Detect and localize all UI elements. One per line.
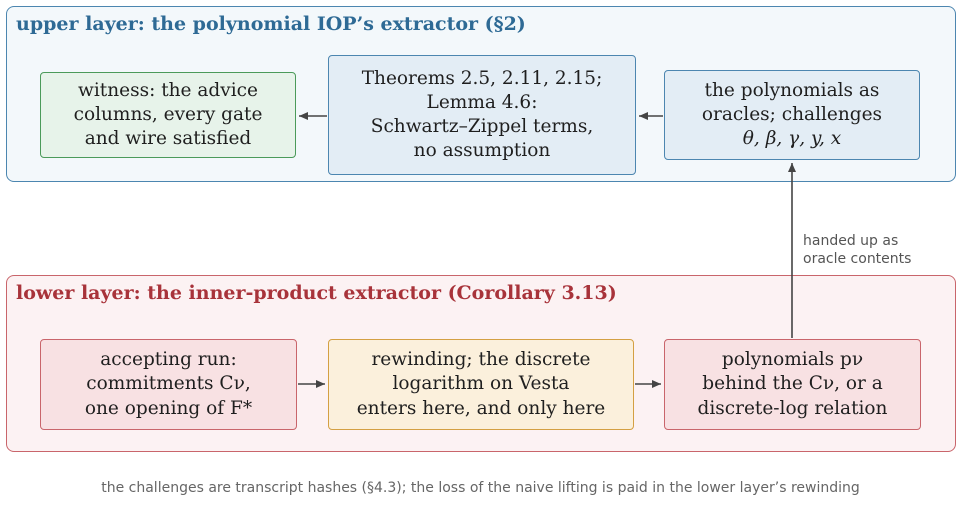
oracles-line: oracles; challenges <box>701 103 883 125</box>
rewinding-box: rewinding; the discrete logarithm on Ves… <box>328 339 634 430</box>
theorems-line: no assumption <box>413 140 551 162</box>
theorems-line: Theorems 2.5, 2.11, 2.15; <box>361 67 603 89</box>
theorems-box: Theorems 2.5, 2.11, 2.15; Lemma 4.6: Sch… <box>328 55 636 175</box>
oracles-box: the polynomials as oracles; challenges θ… <box>664 70 920 160</box>
witness-box: witness: the advice columns, every gate … <box>40 72 296 158</box>
witness-line: witness: the advice <box>78 79 258 101</box>
poly-line: polynomials pν <box>721 349 864 371</box>
run-line: one opening of F* <box>84 397 253 419</box>
lower-layer-title: lower layer: the inner-product extractor… <box>16 282 617 304</box>
rewind-line: logarithm on Vesta <box>392 373 570 395</box>
polynomials-box: polynomials pν behind the Cν, or a discr… <box>664 339 921 430</box>
handoff-label-line: oracle contents <box>803 251 912 268</box>
figure-caption: the challenges are transcript hashes (§4… <box>101 480 860 496</box>
oracles-line: θ, β, γ, y, x <box>742 128 842 150</box>
rewind-line: rewinding; the discrete <box>371 349 591 371</box>
run-line: commitments Cν, <box>86 373 251 395</box>
poly-line: discrete-log relation <box>697 397 888 419</box>
theorems-line: Lemma 4.6: <box>426 91 538 113</box>
upper-layer-title: upper layer: the polynomial IOP’s extrac… <box>16 13 526 35</box>
run-line: accepting run: <box>100 349 237 371</box>
witness-line: and wire satisfied <box>84 128 252 150</box>
handoff-label: handed up as oracle contents <box>803 232 911 268</box>
witness-line: columns, every gate <box>73 103 263 125</box>
oracles-line: the polynomials as <box>704 79 880 101</box>
handoff-label-line: handed up as <box>803 233 899 249</box>
accepting-run-box: accepting run: commitments Cν, one openi… <box>40 339 297 430</box>
rewind-line: enters here, and only here <box>356 397 606 419</box>
poly-line: behind the Cν, or a <box>702 373 883 395</box>
theorems-line: Schwartz–Zippel terms, <box>370 116 594 137</box>
